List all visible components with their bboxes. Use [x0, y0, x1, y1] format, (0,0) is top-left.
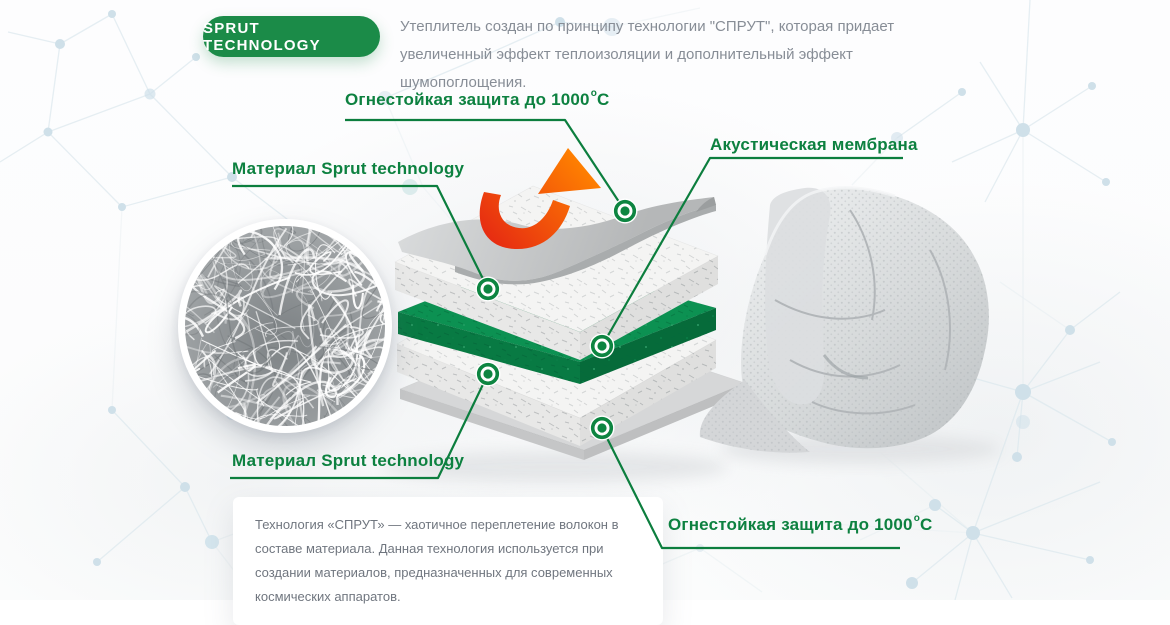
sprut-technology-infographic: { "badge": { "label": "SPRUT TECHNOLOGY"… — [0, 0, 1170, 604]
layer-point-marker-acoustic-membrane — [589, 333, 615, 359]
layer-point-marker-fire-protection-base — [589, 415, 615, 441]
label-fire-protection-top: Огнестойкая защита до 1000оС — [345, 88, 610, 109]
insulation-blanket-photo — [699, 186, 1000, 464]
connector-fire-bottom — [601, 427, 900, 550]
layer-point-marker-sprut-material-upper — [475, 276, 501, 302]
label-fire-protection-bottom: Огнестойкая защита до 1000оС — [668, 513, 933, 534]
heat-escape-arrow-icon — [479, 148, 601, 250]
technology-note-text: Технология «СПРУТ» — хаотичное переплете… — [255, 517, 619, 604]
label-sprut-material-top: Материал Sprut technology — [232, 159, 465, 178]
fiber-closeup-photo — [178, 219, 392, 433]
badge-label: SPRUT TECHNOLOGY — [203, 19, 321, 54]
label-sprut-material-bottom: Материал Sprut technology — [232, 451, 465, 470]
connector-material-bottom — [230, 373, 489, 480]
stack-ground-shadow — [383, 451, 727, 483]
connector-material-top — [232, 184, 489, 290]
layer-point-marker-sprut-material-lower — [475, 361, 501, 387]
connector-fire-top — [345, 118, 626, 212]
label-acoustic-membrane: Акустическая мембрана — [710, 135, 918, 154]
fiber-texture — [185, 226, 385, 426]
intro-paragraph: Утеплитель создан по принципу технологии… — [400, 18, 895, 91]
label-connectors — [230, 118, 903, 550]
layer-point-marker-fire-protection-sheet — [612, 198, 638, 224]
sprut-technology-badge: SPRUT TECHNOLOGY — [203, 16, 380, 57]
connector-acoustic — [601, 156, 903, 347]
